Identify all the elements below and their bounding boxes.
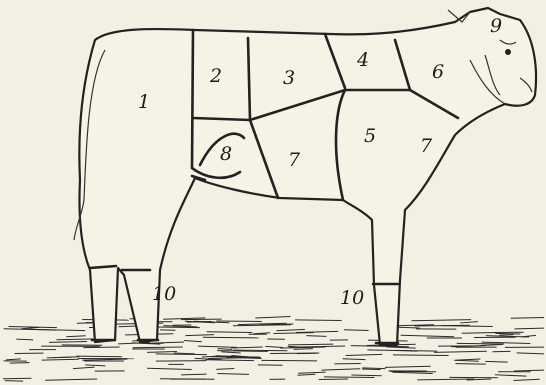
cut-label-7b: 7 [420, 135, 433, 157]
ground-stroke [515, 328, 544, 329]
ground-stroke [255, 317, 290, 318]
ground-stroke [517, 353, 544, 354]
ground-stroke [344, 330, 369, 331]
ground-stroke [393, 355, 449, 356]
ground-stroke [198, 346, 237, 347]
ground-stroke [276, 329, 304, 330]
ground-stroke [261, 360, 317, 361]
ground-stroke [218, 349, 232, 350]
ground-stroke [45, 379, 97, 380]
ground-stroke [393, 372, 433, 373]
ground-stroke [298, 374, 316, 375]
ground-stroke [441, 326, 492, 327]
ground-stroke [324, 377, 374, 378]
ground-stroke [514, 370, 544, 371]
cut-label-1: 1 [138, 91, 150, 113]
ground-stroke [273, 333, 313, 334]
ground-stroke [296, 331, 338, 332]
ground-stroke [85, 365, 105, 366]
ground-stroke [460, 322, 478, 323]
ground-stroke [73, 367, 95, 368]
ground-stroke [482, 342, 531, 343]
ground-stroke [133, 347, 183, 348]
ground-stroke [514, 379, 540, 380]
ground-stroke [174, 353, 195, 354]
ground-stroke [10, 363, 30, 364]
ground-stroke [495, 333, 520, 334]
ground-stroke [9, 327, 57, 328]
cut-label-7a: 7 [288, 149, 301, 171]
ground-stroke [401, 335, 454, 336]
ground-stroke [346, 354, 383, 355]
ground-stroke [207, 332, 253, 333]
ground-stroke [206, 360, 255, 361]
cut-label-6: 6 [432, 61, 444, 83]
ground-stroke [185, 335, 214, 336]
ground-stroke [434, 351, 487, 352]
ground-stroke [295, 320, 341, 321]
ground-stroke [147, 352, 177, 353]
ground-hatching [3, 317, 544, 382]
ground-stroke [66, 336, 85, 337]
ground-stroke [156, 354, 207, 355]
ground-stroke [49, 342, 87, 343]
ground-stroke [288, 344, 333, 345]
ground-stroke [203, 337, 259, 338]
ground-stroke [216, 368, 234, 369]
cut-label-9: 9 [490, 15, 502, 37]
ground-stroke [385, 366, 431, 367]
ground-stroke [3, 378, 32, 379]
ground-stroke [156, 327, 200, 328]
ground-stroke [298, 372, 325, 373]
cut-label-5: 5 [364, 125, 376, 147]
ground-stroke [184, 341, 202, 342]
ground-stroke [351, 375, 381, 376]
ground-stroke [362, 369, 381, 370]
ground-stroke [221, 352, 241, 353]
ground-stroke [495, 375, 527, 376]
ground-stroke [417, 379, 474, 380]
cut-label-3: 3 [283, 67, 295, 89]
ground-stroke [253, 333, 270, 334]
cut-label-10b: 10 [340, 287, 364, 309]
ground-stroke [16, 339, 33, 340]
ground-stroke [456, 359, 480, 360]
ground-stroke [485, 361, 507, 362]
cut-label-10a: 10 [152, 283, 176, 305]
cut-label-8: 8 [220, 143, 232, 165]
ground-stroke [411, 320, 471, 321]
calf-body-outline [79, 8, 536, 345]
ground-stroke [83, 347, 119, 348]
ground-stroke [362, 368, 385, 369]
ground-stroke [462, 332, 498, 333]
ground-stroke [42, 359, 79, 360]
ground-stroke [343, 359, 366, 360]
ground-stroke [511, 317, 544, 318]
cut-label-2: 2 [209, 65, 222, 87]
ground-stroke [281, 347, 326, 348]
ground-stroke [294, 349, 313, 350]
ground-stroke [217, 374, 249, 375]
ground-stroke [306, 336, 326, 337]
ground-stroke [321, 369, 360, 370]
ground-stroke [457, 343, 504, 344]
ground-stroke [77, 356, 122, 357]
ground-stroke [147, 368, 192, 369]
ground-stroke [54, 357, 72, 358]
cut-label-4: 4 [356, 49, 369, 71]
ground-stroke [82, 359, 127, 360]
ground-stroke [486, 336, 529, 337]
ground-stroke [181, 374, 206, 375]
ground-stroke [6, 359, 21, 360]
ground-stroke [265, 346, 283, 347]
ground-stroke [481, 345, 503, 346]
